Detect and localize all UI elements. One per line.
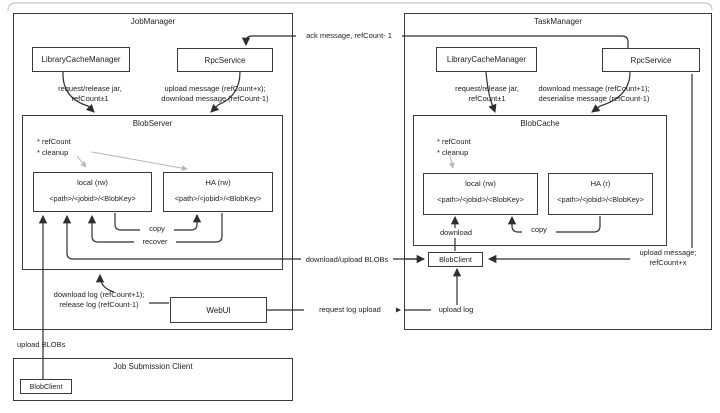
job-submission-client-title: Job Submission Client — [113, 362, 193, 371]
tm-blobclient-box: BlobClient — [428, 252, 483, 267]
blobserver-bullets: * refCount * cleanup — [37, 137, 71, 157]
job-submission-client-box: Job Submission Client — [13, 358, 293, 401]
jobmanager-box: JobManager — [13, 13, 293, 330]
tm-local-store-title: local (rw) — [465, 179, 496, 188]
jm-local-store-path: <path>/<jobid>/<BlobKey> — [49, 194, 136, 203]
taskmanager-box: TaskManager — [404, 13, 712, 330]
jm-rpcservice-box: RpcService — [177, 48, 273, 72]
jm-upload-download-message-note: upload message (refCount+x); download me… — [161, 84, 269, 103]
jm-copy-label: copy — [140, 224, 174, 234]
tm-librarycachemanager-box: LibraryCacheManager — [436, 47, 537, 72]
webui-label: WebUI — [206, 305, 231, 315]
tm-rpcservice-box: RpcService — [602, 48, 700, 72]
tm-ha-store-title: HA (r) — [590, 179, 611, 188]
upload-blobs-label: upload BLOBs — [17, 340, 66, 349]
client-blobclient-box: BlobClient — [20, 379, 72, 394]
jm-local-store-title: local (rw) — [77, 178, 108, 187]
tm-ha-store-box: HA (r) <path>/<jobid>/<BlobKey> — [548, 173, 653, 215]
tm-copy-label: copy — [522, 225, 556, 235]
jm-request-release-jar-note: request/release jar, refCount±1 — [58, 84, 122, 103]
webui-box: WebUI — [170, 297, 267, 323]
jm-librarycachemanager-label: LibraryCacheManager — [41, 55, 121, 64]
tm-local-store-box: local (rw) <path>/<jobid>/<BlobKey> — [423, 173, 538, 215]
blobserver-title: BlobServer — [132, 119, 173, 128]
jm-ha-store-title: HA (rw) — [205, 178, 231, 187]
tm-blobclient-label: BlobClient — [439, 255, 472, 264]
taskmanager-title: TaskManager — [533, 17, 583, 26]
jm-local-store-box: local (rw) <path>/<jobid>/<BlobKey> — [33, 172, 152, 212]
blobcache-title: BlobCache — [520, 119, 560, 128]
blobcache-bullets: * refCount * cleanup — [437, 137, 471, 157]
blobserver-box: BlobServer — [22, 115, 283, 270]
jobmanager-title: JobManager — [130, 17, 176, 26]
jm-download-release-log-note: download log (refCount+1); release log (… — [53, 290, 145, 309]
tm-download-label: download — [434, 228, 478, 238]
jm-ha-store-box: HA (rw) <path>/<jobid>/<BlobKey> — [163, 172, 273, 212]
ack-message-label: ack message, refCount- 1 — [296, 31, 402, 41]
tm-librarycachemanager-label: LibraryCacheManager — [446, 55, 527, 64]
jm-recover-label: recover — [134, 237, 176, 247]
request-log-upload-label: request log upload — [304, 305, 396, 315]
jm-ha-store-path: <path>/<jobid>/<BlobKey> — [174, 194, 262, 203]
tm-download-deserialise-message-note: download message (refCount+1); deseriali… — [538, 84, 650, 103]
jm-rpcservice-label: RpcService — [204, 55, 246, 65]
download-upload-blobs-label: download/upload BLOBs — [301, 255, 393, 265]
jm-librarycachemanager-box: LibraryCacheManager — [32, 47, 130, 72]
tm-ha-store-path: <path>/<jobid>/<BlobKey> — [557, 195, 644, 204]
tm-upload-log-label: upload log — [431, 305, 481, 315]
tm-local-store-path: <path>/<jobid>/<BlobKey> — [437, 195, 524, 204]
tm-upload-message-note: upload message; refCount+x — [630, 248, 706, 267]
client-blobclient-label: BlobClient — [29, 382, 63, 391]
tm-rpcservice-label: RpcService — [630, 55, 672, 65]
